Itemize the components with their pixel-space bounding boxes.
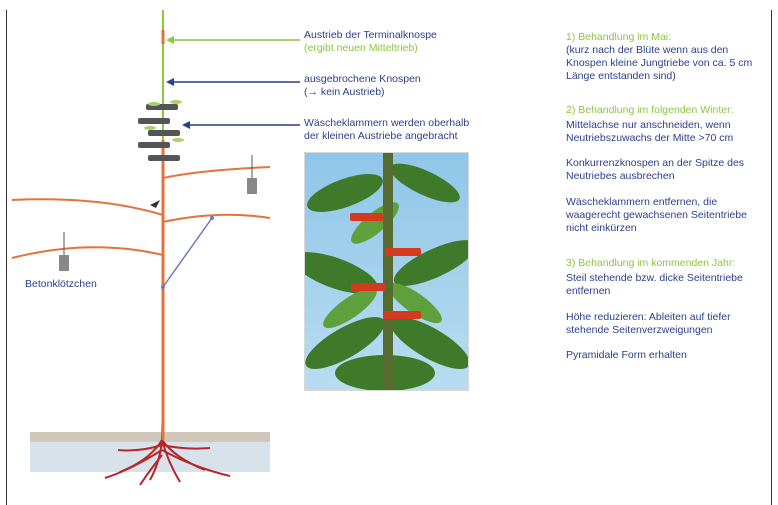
- heading-step-1: 1) Behandlung im Mai:: [566, 31, 671, 44]
- label-terminal: Austrieb der Terminalknospe: [304, 29, 437, 42]
- text-step-2a-line-1: Mittelachse nur anschneiden, wenn: [566, 119, 731, 132]
- text-step-3b-line-2: stehende Seitenverzweigungen: [566, 324, 713, 337]
- heading-step-2: 2) Behandlung im folgenden Winter:: [566, 104, 734, 117]
- text-step-2b-line-1: Konkurrenzknospen an der Spitze des: [566, 157, 744, 170]
- label-buds: ausgebrochene Knospen: [304, 73, 421, 86]
- text-step-3a-line-1: Steil stehende bzw. dicke Seitentriebe: [566, 272, 743, 285]
- text-step-3a-line-2: entfernen: [566, 285, 610, 298]
- support-strut: [161, 216, 214, 289]
- bud: [150, 200, 160, 208]
- side-branches: [12, 167, 270, 258]
- text-step-3c: Pyramidale Form erhalten: [566, 349, 687, 362]
- heading-step-3: 3) Behandlung im kommenden Jahr:: [566, 257, 735, 270]
- concrete-weight-left: [59, 232, 69, 271]
- text-step-3b-line-1: Höhe reduzieren: Ableiten auf tiefer: [566, 311, 731, 324]
- tree-photo: [304, 152, 469, 391]
- text-step-2b-line-2: Neutriebes ausbrechen: [566, 170, 675, 183]
- label-terminal-sub: (ergibt neuen Mitteltrieb): [304, 42, 418, 55]
- label-buds-sub: (→ kein Austrieb): [304, 86, 385, 99]
- text-step-2a-line-2: Neutriebszuwachs der Mitte >70 cm: [566, 132, 733, 145]
- label-clamps-2: der kleinen Austriebe angebracht: [304, 130, 458, 143]
- text-step-2c-line-3: nicht einkürzen: [566, 222, 637, 235]
- text-step-2c-line-2: waagerecht gewachsenen Seitentriebe: [566, 209, 747, 222]
- label-clamps-1: Wäscheklammern werden oberhalb: [304, 117, 469, 130]
- pointer-clamps: [182, 121, 300, 129]
- text-step-2c-line-1: Wäscheklammern entfernen, die: [566, 196, 717, 209]
- text-step-1-line-1: (kurz nach der Blüte wenn aus den: [566, 44, 728, 57]
- pointer-buds: [166, 78, 300, 86]
- text-step-1-line-3: Länge entstanden sind): [566, 70, 676, 83]
- concrete-weight-right: [247, 155, 257, 194]
- label-concrete: Betonklötzchen: [25, 278, 97, 291]
- clothespins: [138, 104, 180, 161]
- pointer-terminal: [166, 36, 300, 44]
- text-step-1-line-2: Knospen kleine Jungtriebe von ca. 5 cm: [566, 57, 752, 70]
